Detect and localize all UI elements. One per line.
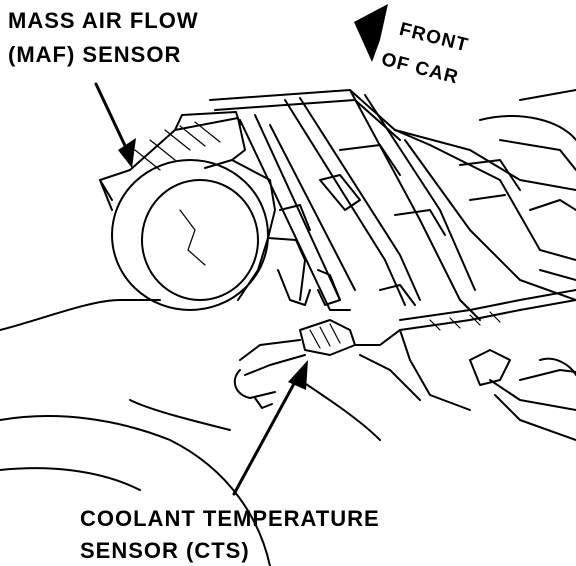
engine-bay-lower — [0, 415, 271, 566]
cts-pointer-line — [232, 378, 298, 496]
intake-manifold — [209, 89, 576, 321]
maf-arrowhead — [118, 138, 136, 168]
front-arrow-icon — [354, 4, 388, 62]
maf-sensor — [99, 111, 341, 311]
cts-arrowhead — [288, 360, 308, 390]
maf-pointer-line — [94, 82, 130, 154]
wiring-harness — [233, 319, 471, 441]
maf-label-line1: MASS AIR FLOW — [8, 8, 199, 33]
cts-label-line1: COOLANT TEMPERATURE — [80, 506, 380, 531]
cts-label-line2: SENSOR (CTS) — [80, 538, 250, 563]
maf-label-line2: (MAF) SENSOR — [8, 42, 182, 67]
engine-bay-outline — [0, 299, 161, 331]
hose-assembly — [399, 289, 576, 441]
